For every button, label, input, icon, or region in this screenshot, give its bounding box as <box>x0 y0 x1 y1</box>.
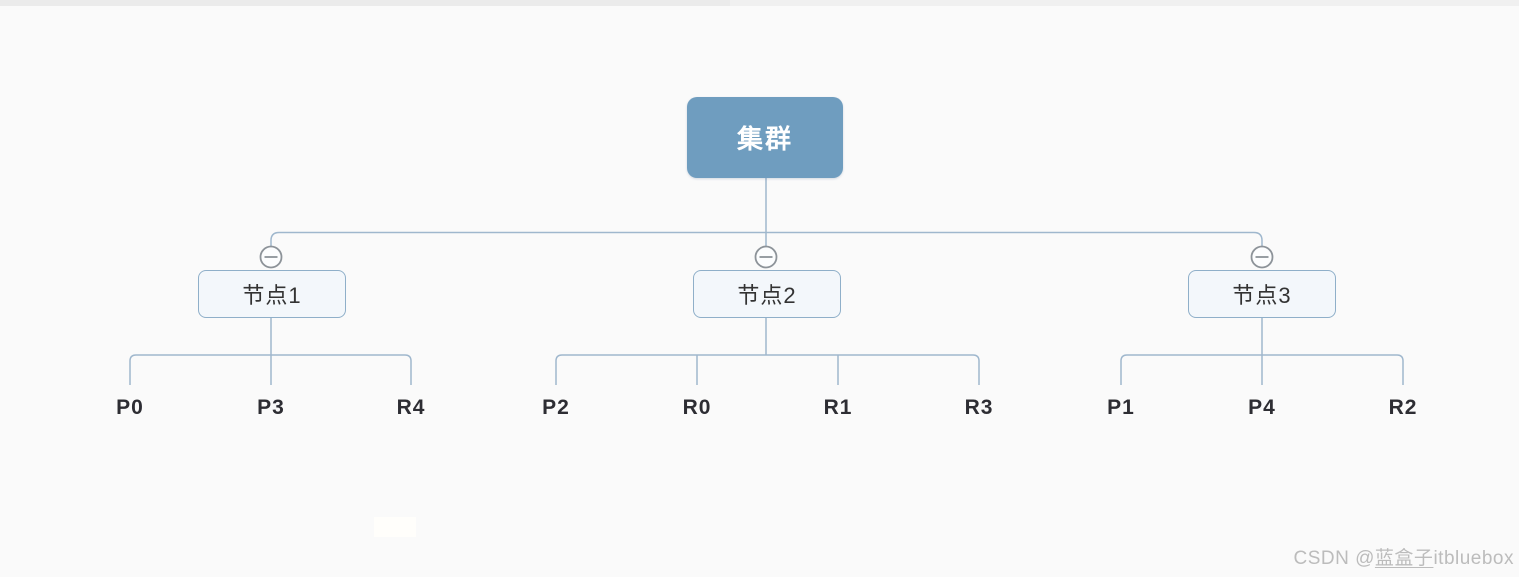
leaf-node[interactable]: R3 <box>964 396 994 419</box>
leaf-node[interactable]: R4 <box>396 396 426 419</box>
branch-node-label: 节点1 <box>242 283 302 308</box>
branch-node-3[interactable]: 节点3 <box>1188 270 1336 318</box>
top-strip <box>0 0 1519 6</box>
leaf-node[interactable]: R0 <box>682 396 712 419</box>
leaf-node[interactable]: P0 <box>116 396 144 419</box>
root-node-label: 集群 <box>736 124 793 154</box>
leaf-node[interactable]: R1 <box>823 396 853 419</box>
branch-node-label: 节点3 <box>1232 283 1292 308</box>
collapse-minus-icon[interactable] <box>259 245 283 269</box>
leaf-node[interactable]: P2 <box>542 396 570 419</box>
branch-node-2[interactable]: 节点2 <box>693 270 841 318</box>
watermark-suffix: itbluebox <box>1433 548 1514 569</box>
root-node-cluster[interactable]: 集群 <box>687 97 843 178</box>
top-strip-left-segment <box>0 0 730 6</box>
connector-node3-children <box>1120 354 1404 385</box>
branch-node-1[interactable]: 节点1 <box>198 270 346 318</box>
collapse-minus-icon[interactable] <box>1250 245 1274 269</box>
watermark-prefix: CSDN @ <box>1293 548 1375 569</box>
connector-node2-children <box>555 354 980 385</box>
watermark-username: 蓝盒子 <box>1374 548 1434 569</box>
leaf-node[interactable]: R2 <box>1388 396 1418 419</box>
connector-root-left <box>270 231 766 246</box>
branch-node-label: 节点2 <box>737 283 797 308</box>
leaf-node[interactable]: P3 <box>257 396 285 419</box>
leaf-node[interactable]: P1 <box>1107 396 1135 419</box>
watermark: CSDN @蓝盒子itbluebox <box>1294 543 1514 570</box>
leaf-node[interactable]: P4 <box>1248 396 1276 419</box>
collapse-minus-icon[interactable] <box>754 245 778 269</box>
connector-node1-children <box>129 354 412 385</box>
connector-root-right <box>766 231 1263 246</box>
faint-highlight-artifact <box>374 517 416 537</box>
